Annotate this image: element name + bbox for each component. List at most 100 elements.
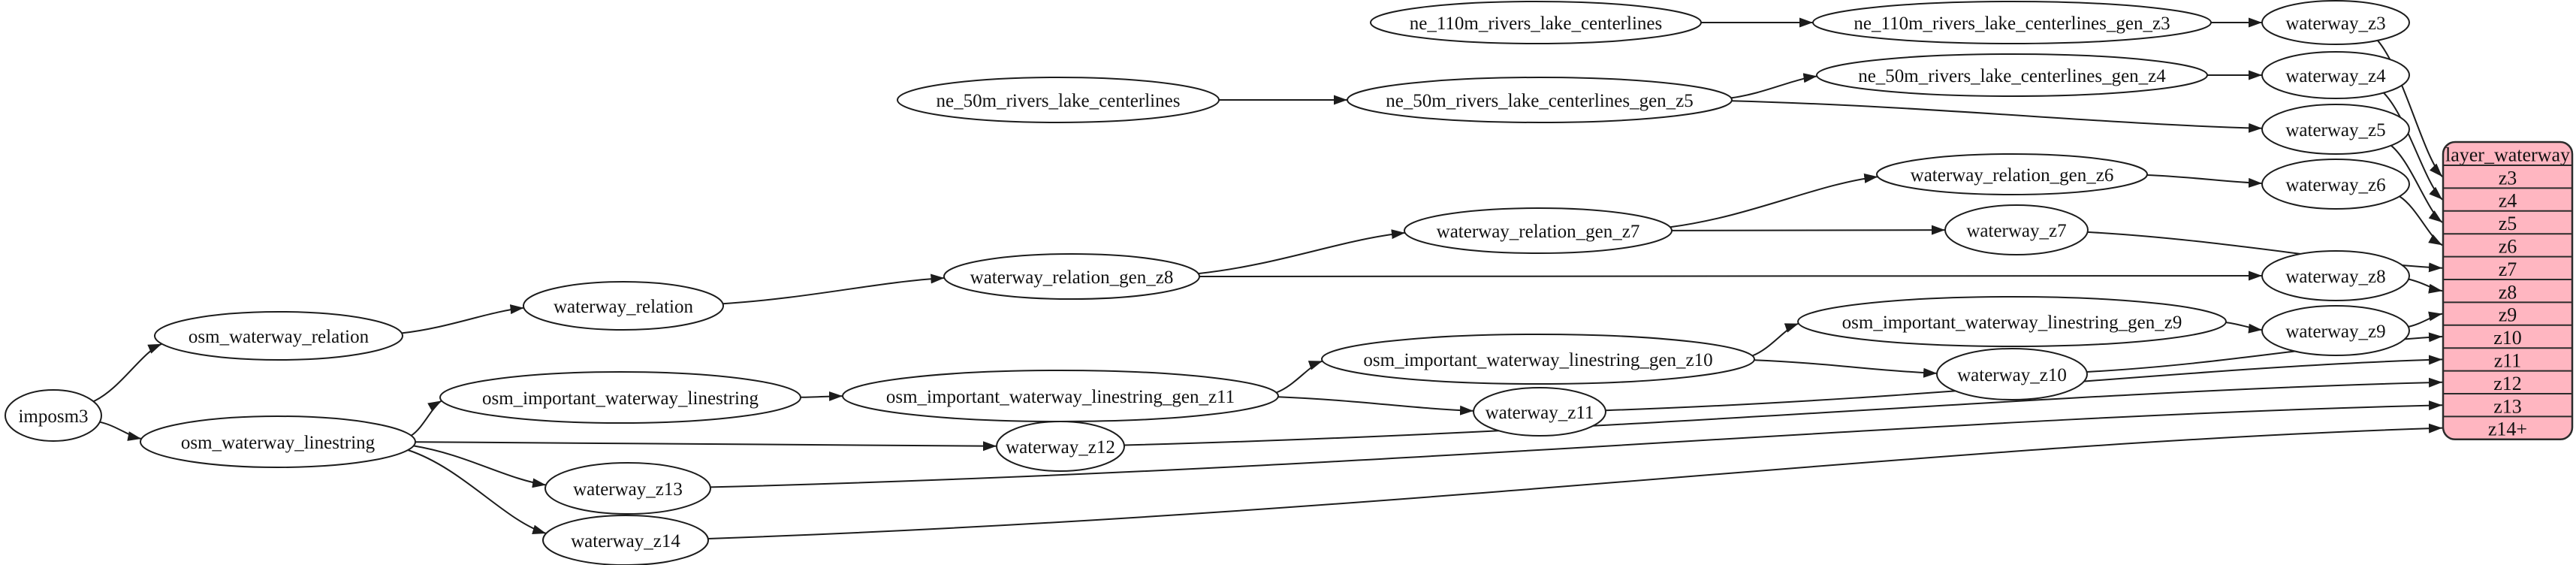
node-ellipse (1797, 296, 2227, 347)
node-osm_important_waterway_linestring_gen_z9: osm_important_waterway_linestring_gen_z9 (1797, 296, 2227, 347)
node-label: waterway_z7 (1966, 221, 2066, 241)
node-ellipse (544, 462, 711, 515)
node-ellipse (2261, 0, 2410, 45)
node-label: waterway_z5 (2285, 120, 2385, 140)
node-ellipse (1812, 1, 2212, 44)
record-row-z3: z3 (2499, 167, 2517, 189)
node-label: waterway_z11 (1486, 403, 1594, 423)
record-title: layer_waterway (2445, 144, 2570, 166)
edge-waterway_z13-to-layer_waterway-z13 (710, 400, 2443, 488)
record-body (2442, 140, 2574, 441)
record-row-z4: z4 (2499, 190, 2517, 212)
node-ellipse (1944, 204, 2089, 255)
node-waterway_relation_gen_z6: waterway_relation_gen_z6 (1876, 153, 2148, 195)
record-row-z10: z10 (2493, 327, 2522, 349)
edge-ne_50m_rivers_lake_centerlines_gen_z5-to-waterway_z5 (1731, 100, 2263, 133)
node-osm_important_waterway_linestring_gen_z11: osm_important_waterway_linestring_gen_z1… (842, 370, 1279, 422)
edge-osm_important_waterway_linestring_gen_z10-to-osm_important_waterway_linestring_gen_z9 (1751, 322, 1799, 357)
node-ellipse (1347, 77, 1733, 123)
edge-ne_50m_rivers_lake_centerlines_gen_z5-to-ne_50m_rivers_lake_centerlines_gen_z4 (1730, 73, 1817, 99)
node-waterway_z10: waterway_z10 (1936, 348, 2088, 400)
node-label: osm_important_waterway_linestring_gen_z1… (886, 387, 1235, 407)
node-layer: imposm3 osm_waterway_relation osm_waterway… (5, 0, 2410, 565)
node-waterway_z4: waterway_z4 (2261, 51, 2410, 99)
node-ne_110m_rivers_lake_centerlines_gen_z3: ne_110m_rivers_lake_centerlines_gen_z3 (1812, 1, 2212, 44)
node-waterway_z13: waterway_z13 (544, 462, 711, 515)
node-ne_50m_rivers_lake_centerlines_gen_z5: ne_50m_rivers_lake_centerlines_gen_z5 (1347, 77, 1733, 123)
node-ne_110m_rivers_lake_centerlines: ne_110m_rivers_lake_centerlines (1370, 1, 1702, 44)
edge-osm_important_waterway_linestring_gen_z10-to-waterway_z10 (1754, 359, 1938, 378)
node-ellipse (1473, 387, 1606, 437)
node-label: waterway_z13 (573, 479, 683, 500)
node-osm_important_waterway_linestring: osm_important_waterway_linestring (439, 371, 801, 424)
node-ne_50m_rivers_lake_centerlines_gen_z4: ne_50m_rivers_lake_centerlines_gen_z4 (1816, 53, 2208, 97)
edge-osm_important_waterway_linestring-to-osm_important_waterway_linestring_gen_z11 (800, 391, 843, 401)
node-waterway_relation: waterway_relation (523, 281, 724, 331)
edge-waterway_z6-to-layer_waterway-z6 (2399, 195, 2443, 246)
node-ellipse (140, 415, 416, 468)
node-osm_important_waterway_linestring_gen_z10: osm_important_waterway_linestring_gen_z1… (1321, 334, 1755, 385)
record-row-z14+: z14+ (2488, 418, 2527, 440)
node-ellipse (542, 515, 709, 565)
node-label: osm_important_waterway_linestring_gen_z9 (1842, 313, 2182, 333)
record-row-z12: z12 (2493, 373, 2522, 394)
node-ellipse (439, 371, 801, 424)
node-ellipse (5, 389, 102, 442)
node-ellipse (2261, 250, 2410, 301)
node-waterway_relation_gen_z8: waterway_relation_gen_z8 (943, 253, 1200, 300)
node-imposm3: imposm3 (5, 389, 102, 442)
node-label: waterway_relation_gen_z6 (1911, 165, 2114, 186)
edge-waterway_z8-to-layer_waterway-z8 (2408, 278, 2443, 294)
record-layer_waterway: layer_waterwayz3z4z5z6z7z8z9z10z11z12z13… (2442, 140, 2574, 441)
node-label: ne_110m_rivers_lake_centerlines_gen_z3 (1854, 14, 2170, 34)
node-waterway_z3: waterway_z3 (2261, 0, 2410, 45)
node-label: osm_important_waterway_linestring (482, 388, 759, 409)
edge-waterway_relation-to-waterway_relation_gen_z8 (722, 273, 945, 305)
node-ellipse (523, 281, 724, 331)
node-osm_waterway_relation: osm_waterway_relation (154, 311, 403, 361)
edge-layer (92, 17, 2443, 539)
node-label: ne_50m_rivers_lake_centerlines_gen_z4 (1858, 66, 2166, 86)
edge-osm_important_waterway_linestring_gen_z9-to-waterway_z9 (2225, 322, 2263, 334)
edge-waterway_z9-to-layer_waterway-z9 (2408, 311, 2443, 328)
node-osm_waterway_linestring: osm_waterway_linestring (140, 415, 416, 468)
node-ellipse (1816, 53, 2208, 97)
edge-osm_waterway_linestring-to-waterway_z14 (407, 449, 547, 535)
edge-osm_waterway_relation-to-waterway_relation (401, 304, 524, 334)
node-waterway_z8: waterway_z8 (2261, 250, 2410, 301)
record-row-z5: z5 (2499, 213, 2517, 234)
node-label: waterway_z10 (1957, 365, 2067, 385)
edge-waterway_relation_gen_z8-to-waterway_relation_gen_z7 (1198, 229, 1405, 275)
edge-osm_waterway_linestring-to-waterway_z13 (413, 445, 547, 488)
edge-waterway_z4-to-layer_waterway-z4 (2383, 92, 2443, 201)
node-label: waterway_z3 (2285, 14, 2385, 34)
record-row-z6: z6 (2499, 236, 2517, 258)
edge-waterway_relation_gen_z7-to-waterway_z7 (1671, 225, 1946, 235)
node-ellipse (897, 77, 1220, 123)
node-label: waterway_z9 (2285, 322, 2385, 342)
node-ne_50m_rivers_lake_centerlines: ne_50m_rivers_lake_centerlines (897, 77, 1220, 123)
record-row-z11: z11 (2494, 350, 2522, 372)
node-label: waterway_z12 (1006, 437, 1115, 458)
node-ellipse (1876, 153, 2148, 195)
record-row-z8: z8 (2499, 281, 2517, 303)
edge-waterway_z3-to-layer_waterway-z3 (2377, 40, 2443, 177)
node-waterway_z11: waterway_z11 (1473, 387, 1606, 437)
node-label: imposm3 (18, 406, 88, 427)
record-row-z7: z7 (2499, 258, 2517, 280)
node-ellipse (2261, 159, 2410, 210)
node-label: osm_waterway_relation (189, 327, 370, 347)
node-label: waterway_z14 (571, 531, 680, 551)
edge-waterway_relation_gen_z7-to-waterway_relation_gen_z6 (1670, 173, 1878, 228)
node-label: ne_110m_rivers_lake_centerlines (1410, 14, 1662, 34)
node-label: osm_important_waterway_linestring_gen_z1… (1363, 350, 1712, 370)
record-row-z13: z13 (2493, 395, 2522, 417)
node-waterway_relation_gen_z7: waterway_relation_gen_z7 (1404, 207, 1673, 254)
node-ellipse (1936, 348, 2088, 400)
node-label: osm_waterway_linestring (181, 433, 376, 453)
node-ellipse (943, 253, 1200, 300)
node-label: ne_50m_rivers_lake_centerlines (937, 91, 1181, 111)
node-ellipse (2261, 305, 2410, 356)
node-label: waterway_z6 (2285, 175, 2385, 195)
